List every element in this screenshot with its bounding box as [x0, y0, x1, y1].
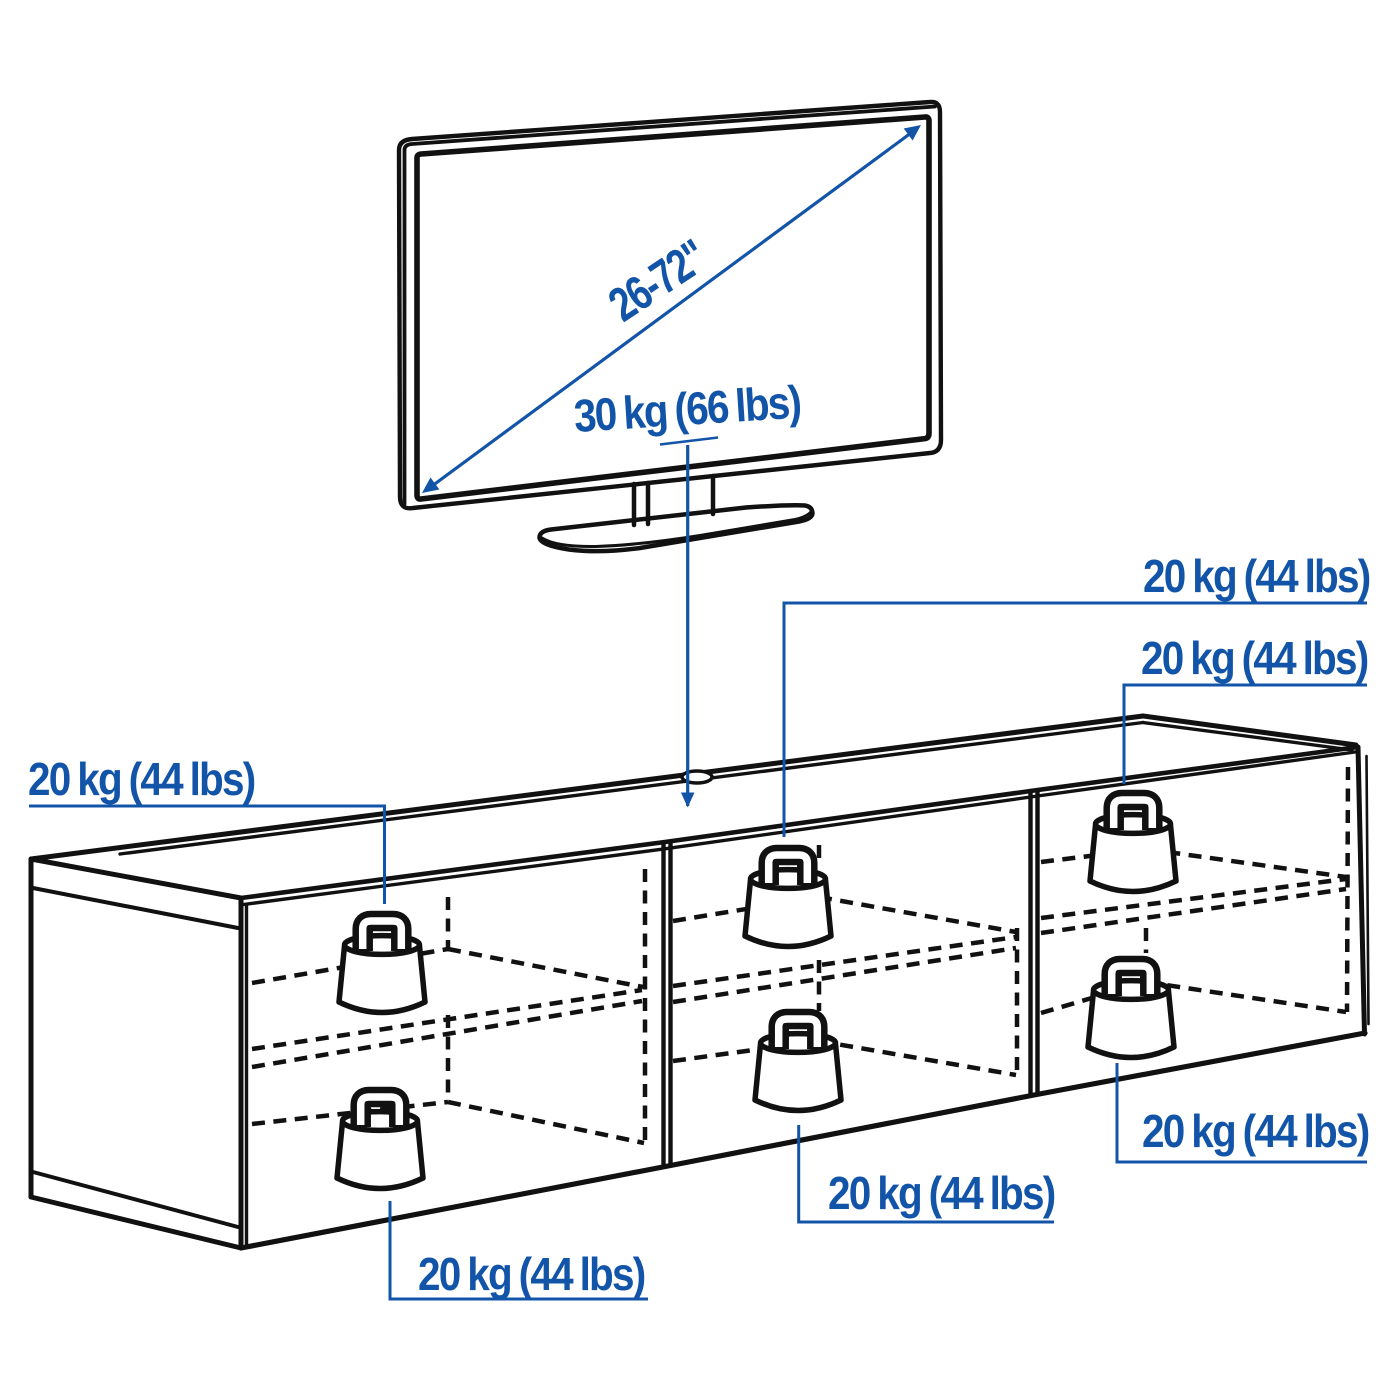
svg-text:20 kg (44 lbs): 20 kg (44 lbs)	[418, 1250, 645, 1301]
svg-text:20 kg (44 lbs): 20 kg (44 lbs)	[1141, 634, 1368, 685]
svg-text:20 kg (44 lbs): 20 kg (44 lbs)	[828, 1169, 1055, 1220]
svg-text:20 kg (44 lbs): 20 kg (44 lbs)	[1143, 552, 1370, 603]
svg-text:20 kg (44 lbs): 20 kg (44 lbs)	[28, 755, 255, 806]
svg-text:20 kg (44 lbs): 20 kg (44 lbs)	[1142, 1107, 1369, 1158]
